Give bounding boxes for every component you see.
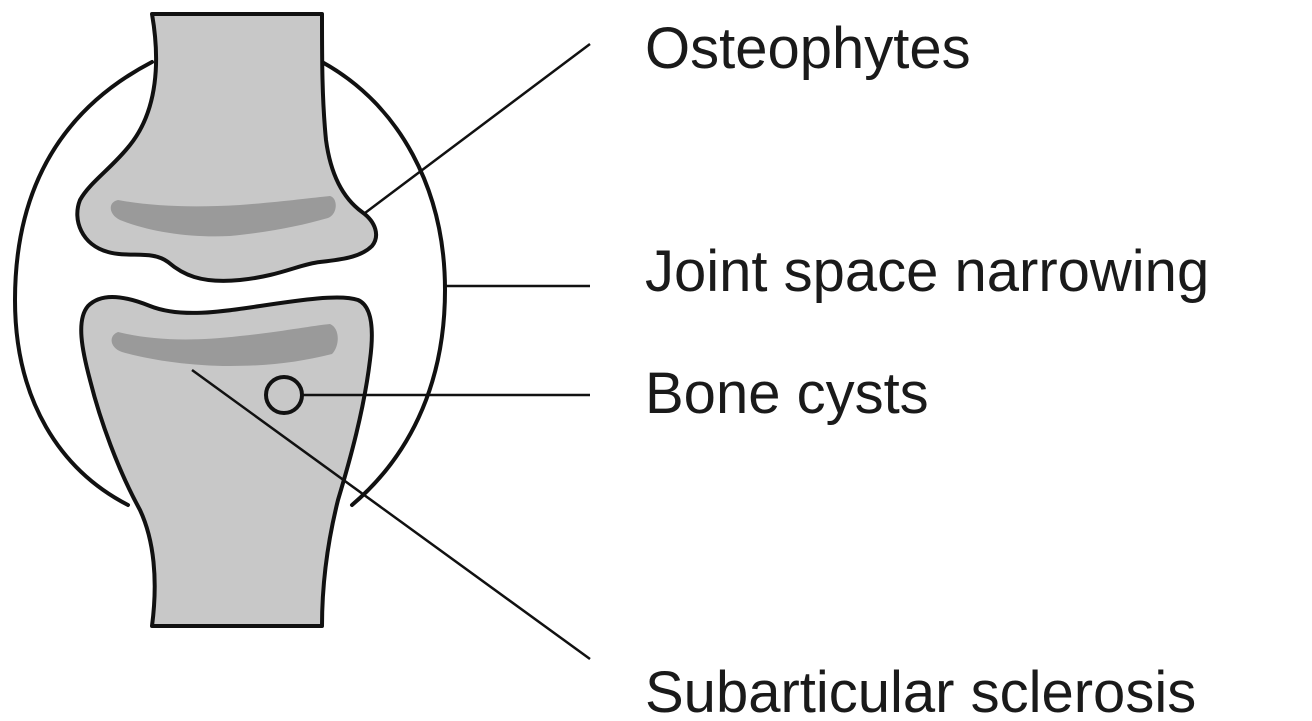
bone-cyst — [266, 377, 302, 413]
label-bone-cysts: Bone cysts — [645, 361, 929, 426]
label-osteophytes: Osteophytes — [645, 16, 971, 81]
label-joint-space-narrowing: Joint space narrowing — [645, 239, 1209, 304]
label-subarticular-sclerosis: Subarticular sclerosis — [645, 660, 1196, 721]
upper-bone — [77, 14, 376, 281]
